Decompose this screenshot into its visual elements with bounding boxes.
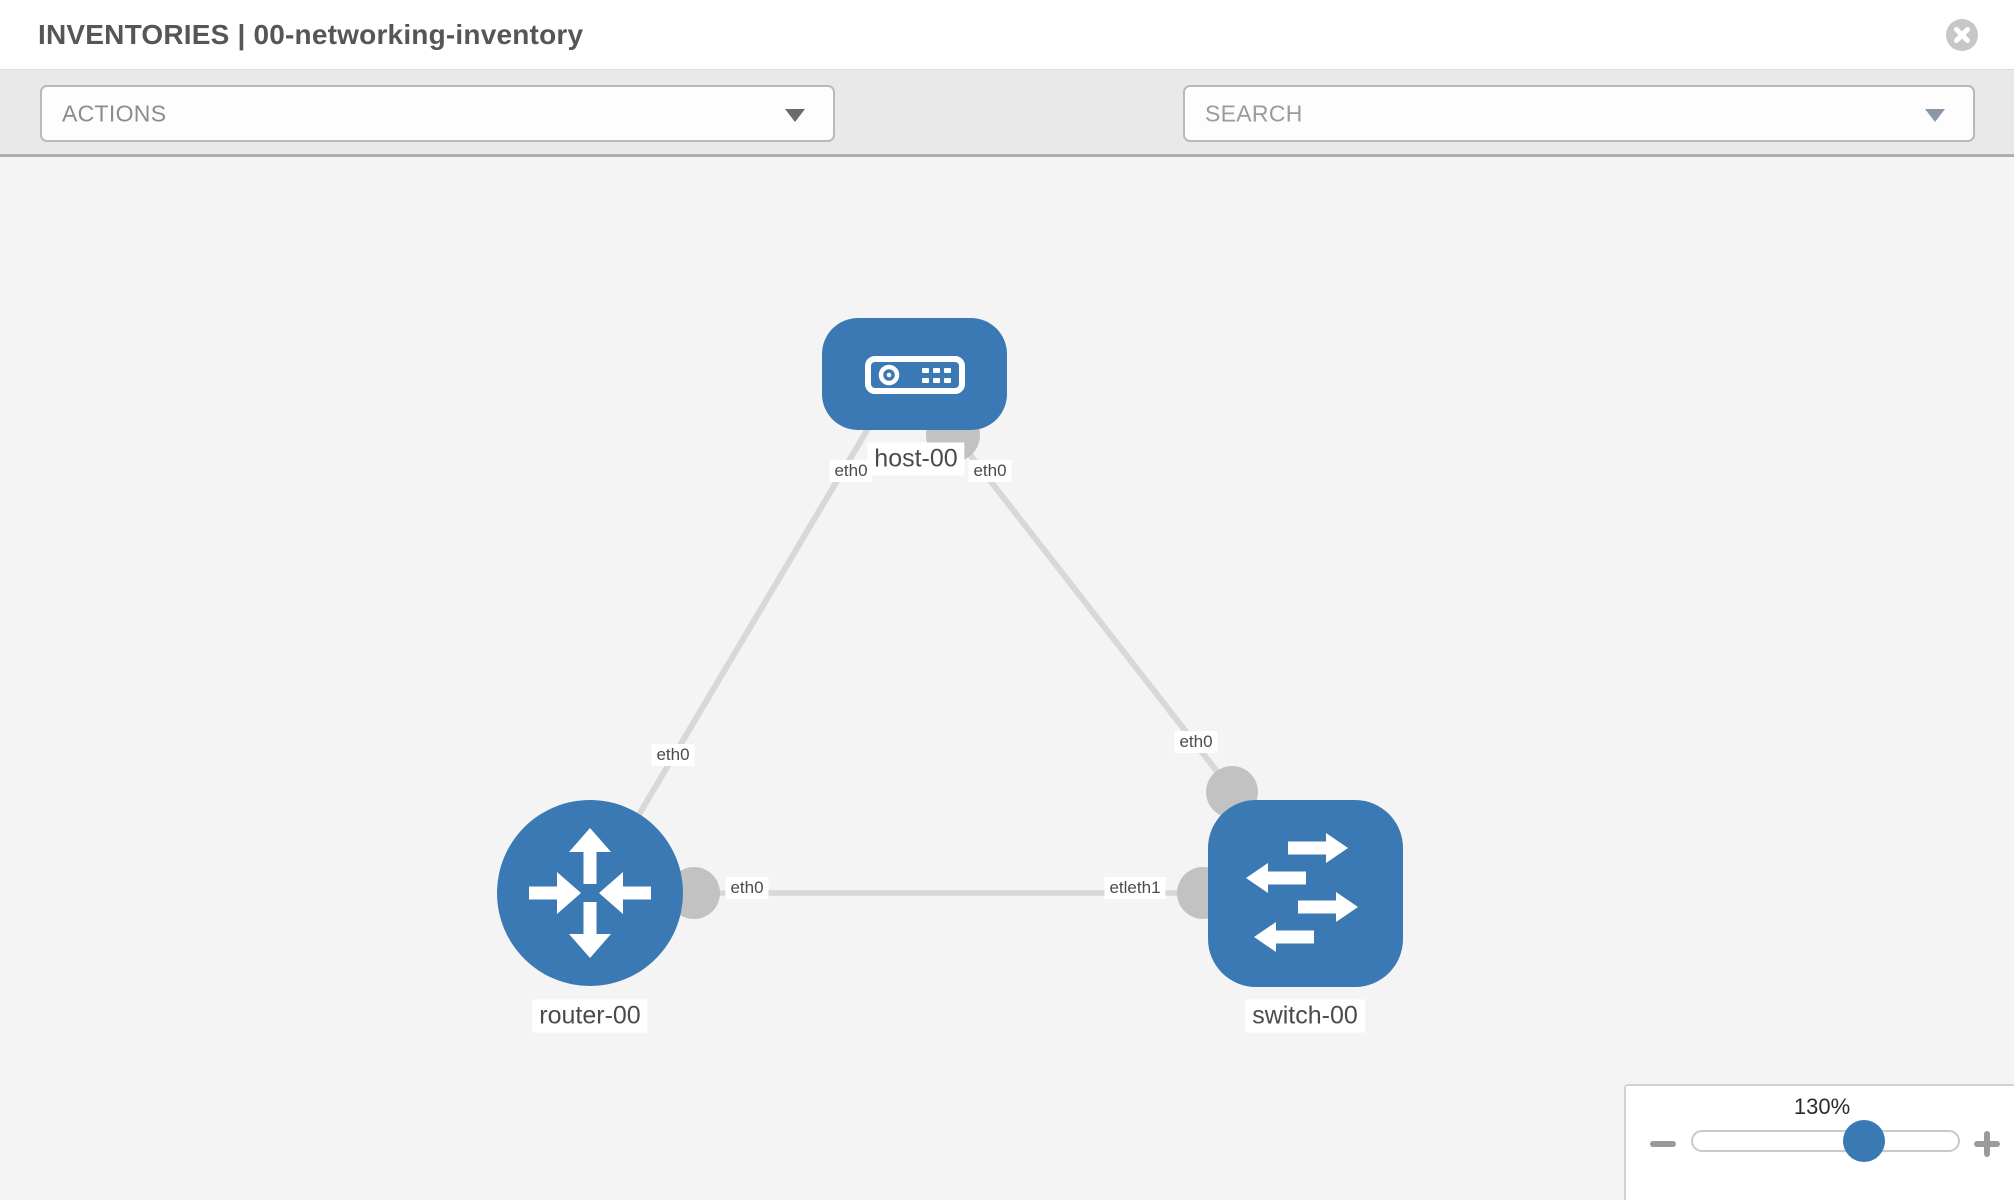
topology-graph <box>497 318 1403 987</box>
node-host-00[interactable] <box>822 318 1007 430</box>
host-icon <box>865 356 965 394</box>
iface-label-host-left: eth0 <box>829 460 873 482</box>
chevron-down-icon <box>785 108 805 122</box>
panel-title: INVENTORIES | 00-networking-inventory <box>38 18 584 50</box>
minus-icon <box>1650 1141 1676 1147</box>
node-label-router-00: router-00 <box>532 999 648 1033</box>
iface-label-switch-left: etleth1 <box>1104 877 1166 899</box>
iface-label-router-top: eth0 <box>651 744 695 766</box>
chevron-down-icon <box>1925 108 1945 122</box>
zoom-control: 130% <box>1624 1084 2014 1200</box>
node-label-switch-00: switch-00 <box>1245 999 1365 1033</box>
close-icon <box>1954 27 1970 43</box>
node-label-host-00: host-00 <box>867 442 965 476</box>
iface-label-router-right: eth0 <box>725 877 769 899</box>
router-icon <box>529 828 651 958</box>
close-button[interactable] <box>1946 19 1978 51</box>
topology-canvas[interactable]: eth0 eth0 eth0 eth0 eth0 etleth1 host-00… <box>0 160 2014 1200</box>
zoom-slider-track[interactable] <box>1691 1130 1960 1152</box>
actions-dropdown[interactable]: ACTIONS <box>40 85 835 142</box>
iface-label-switch-top: eth0 <box>1174 731 1218 753</box>
node-switch-00[interactable] <box>1208 800 1403 987</box>
toolbar: ACTIONS SEARCH <box>0 70 2014 202</box>
plus-icon <box>1974 1131 2000 1157</box>
node-router-00[interactable] <box>497 800 683 986</box>
iface-label-host-right: eth0 <box>968 460 1012 482</box>
zoom-in-button[interactable] <box>1974 1131 2000 1157</box>
actions-dropdown-label: ACTIONS <box>62 100 167 126</box>
switch-icon <box>1246 833 1358 952</box>
zoom-level: 130% <box>1793 1094 1851 1119</box>
search-dropdown[interactable]: SEARCH <box>1183 85 1975 142</box>
zoom-out-button[interactable] <box>1650 1131 1676 1157</box>
panel-header: INVENTORIES | 00-networking-inventory <box>0 0 2014 70</box>
zoom-slider-knob[interactable] <box>1843 1120 1885 1162</box>
search-dropdown-label: SEARCH <box>1205 100 1303 126</box>
